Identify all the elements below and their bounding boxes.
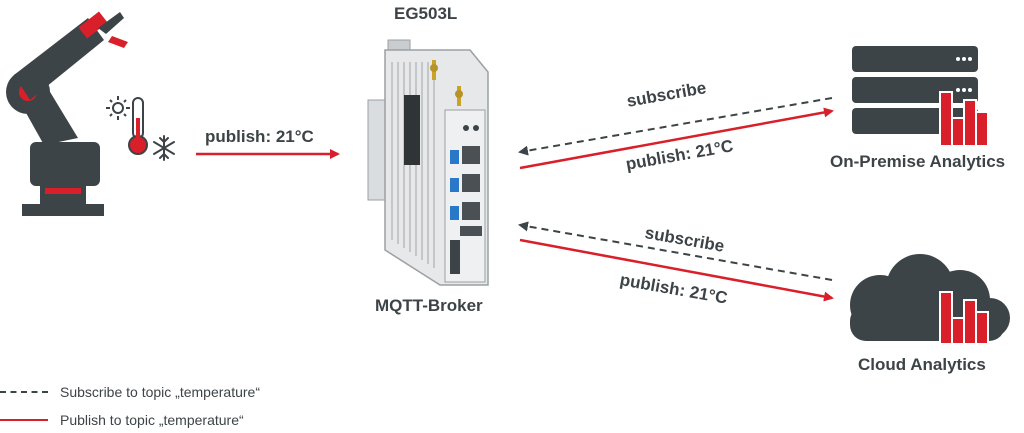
legend-dashed-line bbox=[0, 391, 48, 393]
legend-subscribe-text: Subscribe to topic „temperature“ bbox=[60, 384, 260, 400]
legend-subscribe: Subscribe to topic „temperature“ bbox=[0, 382, 260, 402]
edge-gateway-device bbox=[367, 39, 489, 286]
snowflake-icon bbox=[153, 135, 175, 161]
legend-solid-line bbox=[0, 419, 48, 421]
legend-publish-text: Publish to topic „temperature“ bbox=[60, 412, 244, 428]
on-premise-analytics-icon bbox=[939, 91, 989, 147]
broker-label: MQTT-Broker bbox=[375, 296, 483, 315]
sun-icon bbox=[106, 96, 130, 120]
subscribe-arrow-cloud bbox=[518, 221, 833, 281]
on-premise-analytics-label: On-Premise Analytics bbox=[830, 152, 1006, 171]
publish-arrow-cloud bbox=[519, 238, 834, 302]
subscribe-arrow-on-premise bbox=[518, 97, 833, 156]
publisher-publish-label: publish: 21°C bbox=[205, 127, 314, 146]
cloud-analytics-icon bbox=[939, 291, 989, 345]
legend-publish: Publish to topic „temperature“ bbox=[0, 410, 244, 430]
robot-arm-icon bbox=[6, 11, 128, 216]
cloud-analytics-label: Cloud Analytics bbox=[858, 355, 986, 374]
publish-arrow-on-premise bbox=[519, 107, 834, 170]
device-model-label: EG503L bbox=[394, 4, 458, 23]
thermometer-icon bbox=[128, 97, 148, 155]
